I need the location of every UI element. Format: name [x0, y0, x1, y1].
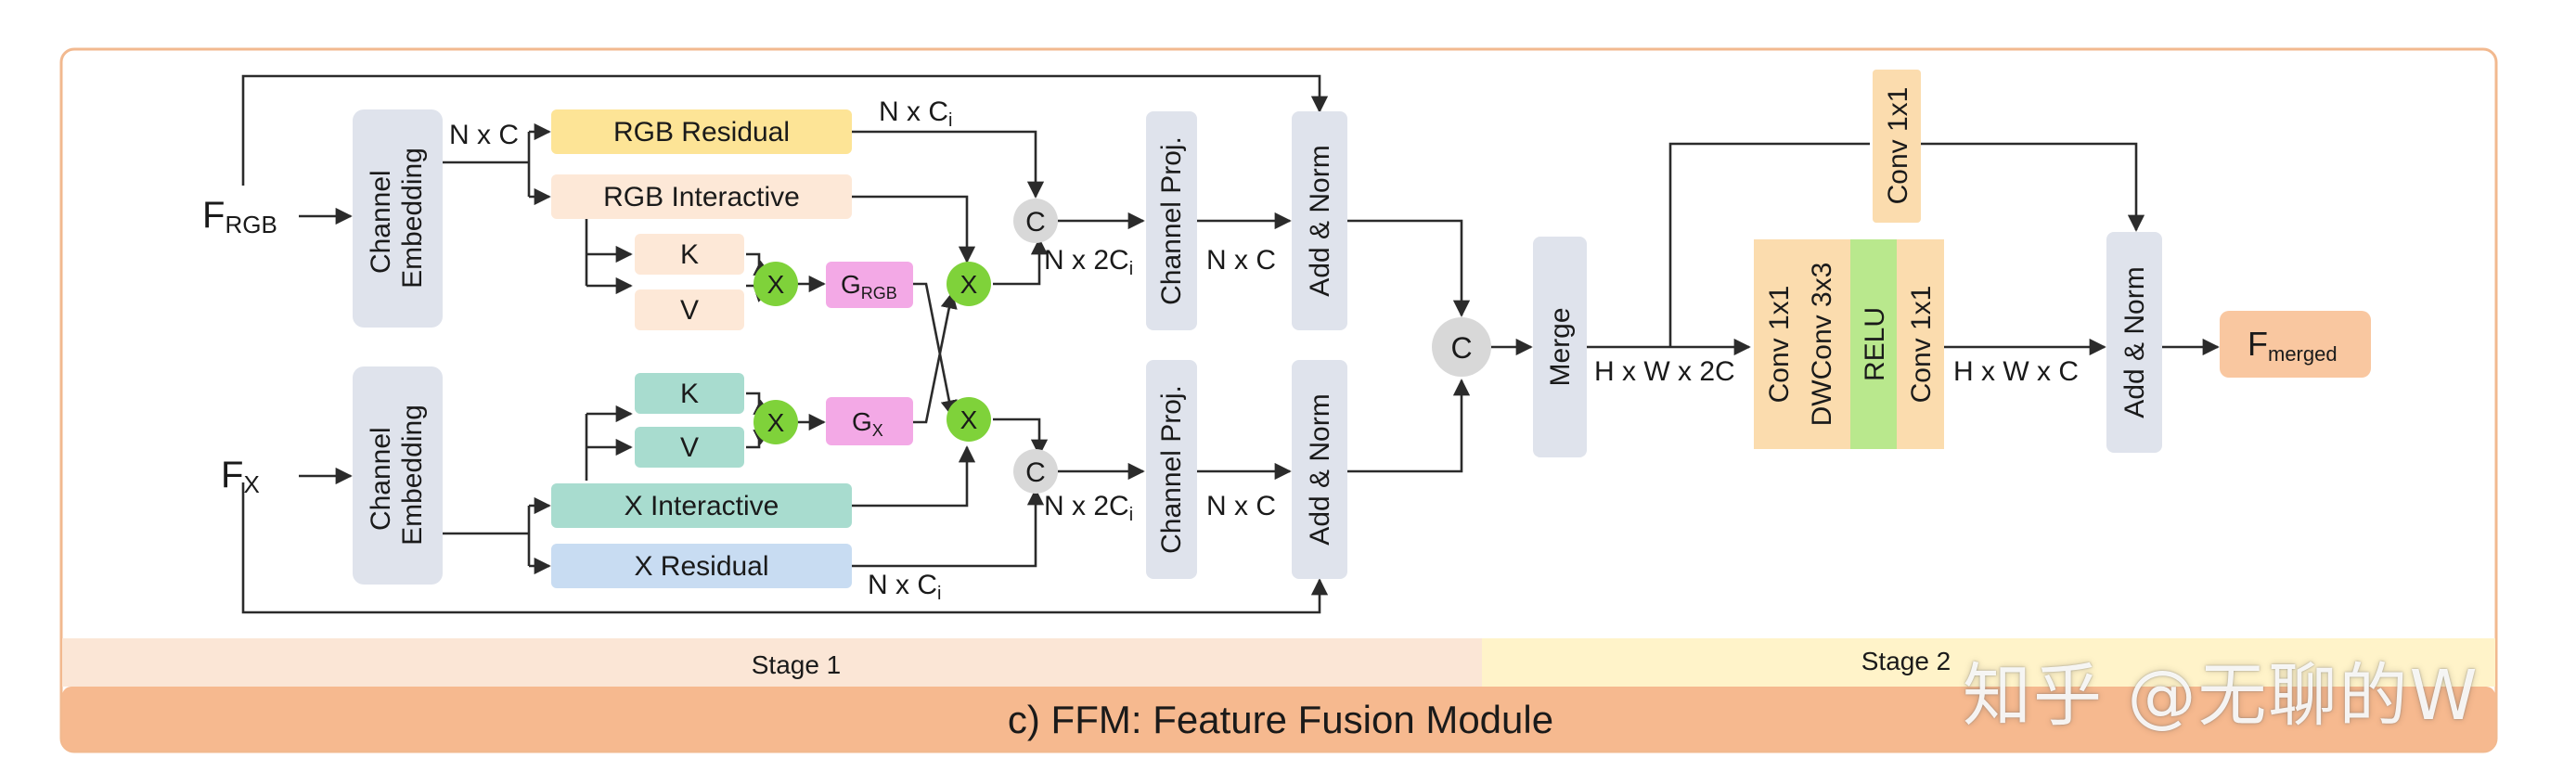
caption-title: c) FFM: Feature Fusion Module	[1008, 698, 1553, 741]
label-nxc-embed: N x C	[449, 120, 519, 150]
stage1-band	[62, 638, 1482, 687]
svg-text:Channel Proj.: Channel Proj.	[1156, 136, 1187, 305]
conv-1x1-skip: Conv 1x1	[1873, 70, 1921, 223]
watermark-text: 知乎 @无聊的W	[1963, 656, 2479, 736]
v-box-rgb: V	[635, 289, 744, 330]
svg-text:X Residual: X Residual	[634, 551, 768, 582]
x-residual-box: X Residual	[551, 544, 852, 588]
svg-text:V: V	[680, 295, 699, 326]
multiply-node-rgb-cross: X	[947, 262, 991, 306]
relu-box: RELU	[1850, 239, 1897, 449]
label-nxci-top: N x Ci	[879, 96, 952, 131]
svg-text:RGB Interactive: RGB Interactive	[603, 182, 800, 212]
rgb-residual-box: RGB Residual	[551, 109, 852, 154]
svg-text:Conv 1x1: Conv 1x1	[1906, 286, 1937, 404]
k-box-x: K	[635, 373, 744, 414]
gate-x: GX	[826, 397, 913, 445]
svg-text:Add & Norm: Add & Norm	[1305, 145, 1335, 296]
rgb-interactive-box: RGB Interactive	[551, 174, 852, 219]
stage1-connections	[241, 74, 1471, 614]
channel-embedding-x: Channel Embedding	[353, 366, 443, 585]
label-nxc-proj-bottom: N x C	[1206, 491, 1276, 521]
multiply-node-x-cross: X	[947, 397, 991, 442]
caption-band	[62, 687, 2495, 751]
svg-text:GRGB: GRGB	[841, 270, 897, 302]
concat-node-merge: C	[1432, 317, 1491, 377]
gate-rgb: GRGB	[826, 262, 913, 308]
stage1-label: Stage 1	[752, 650, 842, 679]
conv-1x1-b: Conv 1x1	[1897, 239, 1944, 449]
svg-text:DWConv 3x3: DWConv 3x3	[1807, 263, 1837, 427]
svg-text:RGB Residual: RGB Residual	[613, 117, 790, 148]
svg-text:X Interactive: X Interactive	[625, 491, 779, 521]
svg-text:Add & Norm: Add & Norm	[2119, 266, 2150, 418]
svg-text:X: X	[960, 405, 978, 434]
svg-text:K: K	[680, 379, 699, 409]
multiply-node-x-kv: X	[753, 400, 798, 444]
conv-1x1-a: Conv 1x1 DWConv 3x3	[1754, 239, 1850, 449]
svg-text:Conv 1x1: Conv 1x1	[1883, 87, 1913, 205]
k-box-rgb: K	[635, 234, 744, 275]
concat-node-x: C	[1013, 449, 1058, 494]
svg-text:Merge: Merge	[1545, 307, 1576, 386]
add-norm-x: Add & Norm	[1292, 360, 1347, 579]
label-hxwx2c: H x W x 2C	[1594, 356, 1735, 387]
svg-text:Conv 1x1: Conv 1x1	[1764, 286, 1795, 404]
svg-text:X: X	[767, 270, 785, 299]
svg-text:Add & Norm: Add & Norm	[1305, 393, 1335, 545]
add-norm-rgb: Add & Norm	[1292, 111, 1347, 330]
label-nxc-proj-top: N x C	[1206, 245, 1276, 276]
svg-text:X: X	[960, 270, 978, 299]
label-nx2ci-top: N x 2Ci	[1044, 245, 1133, 279]
svg-text:X: X	[767, 408, 785, 437]
concat-node-rgb: C	[1013, 199, 1058, 243]
svg-text:V: V	[680, 432, 699, 463]
input-f-x: FX	[221, 455, 260, 498]
add-norm-merged: Add & Norm	[2106, 232, 2162, 453]
output-f-merged: Fmerged	[2220, 311, 2371, 378]
svg-text:GX: GX	[852, 407, 883, 440]
channel-proj-rgb: Channel Proj.	[1146, 111, 1197, 330]
x-interactive-box: X Interactive	[551, 483, 852, 528]
svg-text:Fmerged: Fmerged	[2248, 325, 2338, 366]
v-box-x: V	[635, 427, 744, 468]
svg-text:Channel Proj.: Channel Proj.	[1156, 385, 1187, 554]
svg-text:RELU: RELU	[1860, 307, 1890, 381]
svg-text:K: K	[680, 239, 699, 270]
svg-text:Channel Embedding: Channel Embedding	[366, 148, 428, 289]
stage2-connections	[1489, 142, 2220, 356]
stage2-label: Stage 2	[1861, 647, 1951, 675]
label-nx2ci-bottom: N x 2Ci	[1044, 491, 1133, 525]
svg-text:Channel Embedding: Channel Embedding	[366, 405, 428, 546]
merge-box: Merge	[1533, 237, 1587, 457]
svg-text:C: C	[1025, 457, 1046, 488]
svg-text:C: C	[1450, 331, 1472, 365]
multiply-node-rgb-kv: X	[753, 262, 798, 306]
channel-proj-x: Channel Proj.	[1146, 360, 1197, 579]
input-f-rgb: FRGB	[202, 195, 277, 238]
stage2-band	[1482, 638, 2495, 687]
svg-text:C: C	[1025, 207, 1046, 238]
label-hxwxc: H x W x C	[1953, 356, 2079, 387]
channel-embedding-rgb: Channel Embedding	[353, 109, 443, 328]
label-nxci-bottom: N x Ci	[868, 570, 941, 604]
